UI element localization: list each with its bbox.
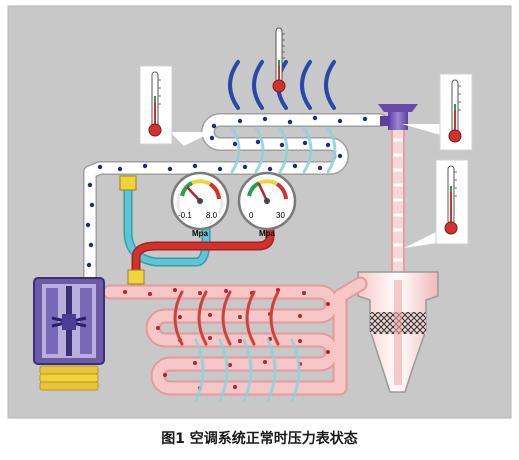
evaporator-cold-air-waves <box>230 126 337 174</box>
thermometer-icon <box>148 71 162 137</box>
gauge-unit-label: Mpa <box>259 229 276 238</box>
high-pressure-liquid-line <box>391 130 405 290</box>
gauge-hoses <box>123 183 275 277</box>
gauge-max-label: 8.0 <box>206 211 218 220</box>
condenser-hot-air-waves <box>173 290 280 346</box>
receiver-drier <box>357 271 439 393</box>
gauge-needle <box>257 182 269 203</box>
condenser <box>102 276 368 402</box>
compressor <box>33 277 105 391</box>
gauge-unit-label: Mpa <box>192 229 209 238</box>
thermometer-icon <box>448 79 462 143</box>
low-pressure-refrigerant-dots <box>85 115 368 285</box>
gauge-min-label: 0 <box>249 211 254 220</box>
gauge-max-label: 30 <box>276 211 285 220</box>
low-side-service-port <box>119 175 137 191</box>
high-pressure-gauge: 0 30 Mpa <box>237 171 297 238</box>
liquid-line-thermometer-callout <box>404 159 469 248</box>
liquid-stripes <box>393 138 403 262</box>
figure-caption: 图1 空调系统正常时压力表状态 <box>161 431 358 447</box>
thermometer-icon <box>272 27 286 93</box>
compressor-pulley <box>39 365 99 391</box>
high-side-service-port <box>127 269 145 285</box>
gauge-min-label: -0.1 <box>178 211 192 220</box>
evaporator <box>83 60 387 297</box>
evaporator-air-waves <box>228 60 336 110</box>
expansion-valve <box>378 104 418 130</box>
expansion-valve-thermometer-callout <box>402 73 473 151</box>
condenser-air-waves <box>194 338 301 402</box>
thermometer-icon <box>444 165 458 235</box>
evaporator-thermometer-callout <box>139 65 212 146</box>
low-pressure-gauge: -0.1 8.0 Mpa <box>170 171 230 238</box>
